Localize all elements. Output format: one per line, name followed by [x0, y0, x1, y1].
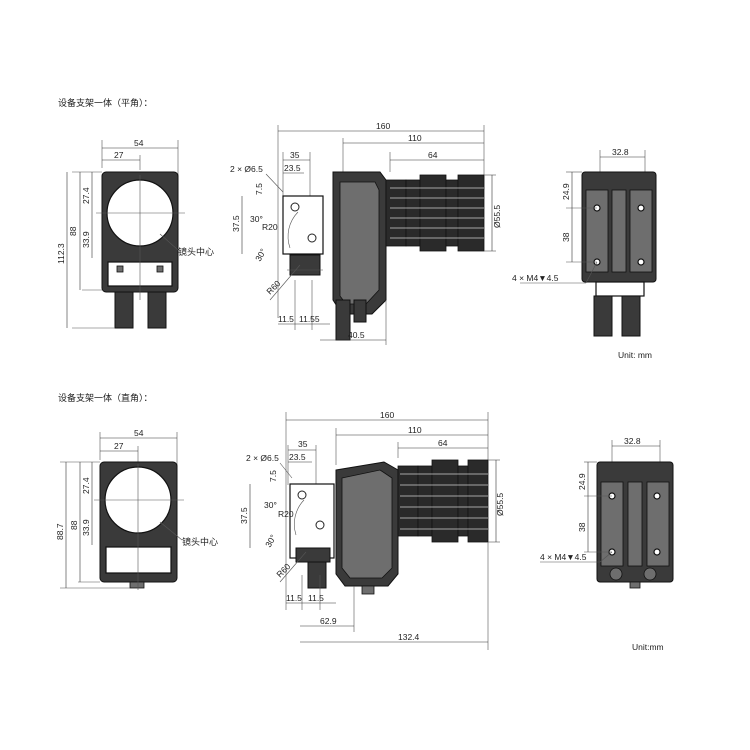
screw-label-rear-2: 4 × M4▼4.5	[540, 552, 587, 562]
screw-label-rear-1: 4 × M4▼4.5	[512, 273, 559, 283]
angle-30a-side-1: 30°	[250, 214, 263, 224]
dim-7-5-side-1: 7.5	[254, 183, 264, 195]
hole-label-side-2: 2 × Ø6.5	[246, 453, 279, 463]
dim-35-side-1: 35	[290, 150, 300, 160]
dim-132-4-side-2: 132.4	[398, 632, 420, 642]
radius-20-side-1: R20	[262, 222, 278, 232]
unit-label-2: Unit:mm	[632, 642, 664, 652]
hole-label-side-1: 2 × Ø6.5	[230, 164, 263, 174]
dim-37-5-side-1: 37.5	[231, 215, 241, 232]
unit-label-1: Unit: mm	[618, 350, 652, 360]
dim-88-front-1: 88	[68, 226, 78, 236]
dim-112-3-front-1: 112.3	[56, 243, 66, 264]
dim-23-5-side-1: 23.5	[284, 163, 301, 173]
dim-40-5-side-1: 40.5	[348, 330, 365, 340]
side-view-1: 160 110 64 35 23.5 2 × Ø6.5	[230, 121, 502, 345]
dim-38-rear-2: 38	[577, 522, 587, 532]
lens-center-label-2: 镜头中心	[182, 536, 218, 548]
dim-27-4-front-1: 27.4	[81, 187, 91, 204]
dim-88-7-front-2: 88.7	[55, 523, 65, 540]
rear-view-1: 32.8 24.9 38 4 × M4▼4.5 Unit: mm	[512, 147, 657, 360]
front-view-2: 54 27 88.7 88 27.4 33.9 镜头中心	[55, 428, 218, 590]
dim-54-front-2: 54	[134, 428, 144, 438]
dim-54-front-1: 54	[134, 138, 144, 148]
dim-110-side-1: 110	[408, 133, 422, 143]
section-2-label: 设备支架一体（直角）：	[58, 392, 153, 404]
dim-64-side-2: 64	[438, 438, 448, 448]
radius-20-side-2: R20	[278, 509, 294, 519]
dim-32-8-rear-1: 32.8	[612, 147, 629, 157]
angle-30b-side-2: 30°	[263, 533, 278, 549]
dim-24-9-rear-1: 24.9	[561, 183, 571, 200]
dim-160-side-2: 160	[380, 410, 394, 420]
dim-33-9-front-1: 33.9	[81, 231, 91, 248]
dim-35-side-2: 35	[298, 439, 308, 449]
section-1-label: 设备支架一体（平角）：	[58, 97, 153, 109]
dim-11-5a-side-1: 11.5	[278, 314, 294, 324]
dim-160-side-1: 160	[376, 121, 390, 131]
dim-24-9-rear-2: 24.9	[577, 473, 587, 490]
angle-30a-side-2: 30°	[264, 500, 277, 510]
dim-38-rear-1: 38	[561, 232, 571, 242]
dia-55-5-side-2: Ø55.5	[495, 493, 505, 516]
radius-60-side-1: R60	[264, 278, 282, 296]
front-view-1: 54 27 112.3 88 27.4 33.9 镜头中心	[56, 138, 214, 329]
dim-11-5b-side-1: 11.55	[299, 314, 320, 324]
dim-37-5-side-2: 37.5	[239, 507, 249, 524]
dim-7-5-side-2: 7.5	[268, 470, 278, 482]
dim-11-5b-side-2: 11.5	[308, 593, 324, 603]
dim-64-side-1: 64	[428, 150, 438, 160]
dim-27-front-1: 27	[114, 150, 124, 160]
dim-62-9-side-2: 62.9	[320, 616, 337, 626]
dim-32-8-rear-2: 32.8	[624, 436, 641, 446]
lens-center-label-1: 镜头中心	[178, 246, 214, 258]
dim-110-side-2: 110	[408, 425, 422, 435]
dim-11-5a-side-2: 11.5	[286, 593, 302, 603]
dim-23-5-side-2: 23.5	[289, 452, 306, 462]
side-view-2: 160 110 64 35 23.5 2 × Ø6.5	[239, 410, 505, 650]
dim-33-9-front-2: 33.9	[81, 519, 91, 536]
dia-55-5-side-1: Ø55.5	[492, 205, 502, 228]
angle-30b-side-1: 30°	[253, 247, 268, 263]
dim-88-front-2: 88	[69, 520, 79, 530]
rear-view-2: 32.8 24.9 38 4 × M4▼4.5 Unit:mm	[540, 436, 674, 652]
dim-27-4-front-2: 27.4	[81, 477, 91, 494]
dim-27-front-2: 27	[114, 441, 124, 451]
